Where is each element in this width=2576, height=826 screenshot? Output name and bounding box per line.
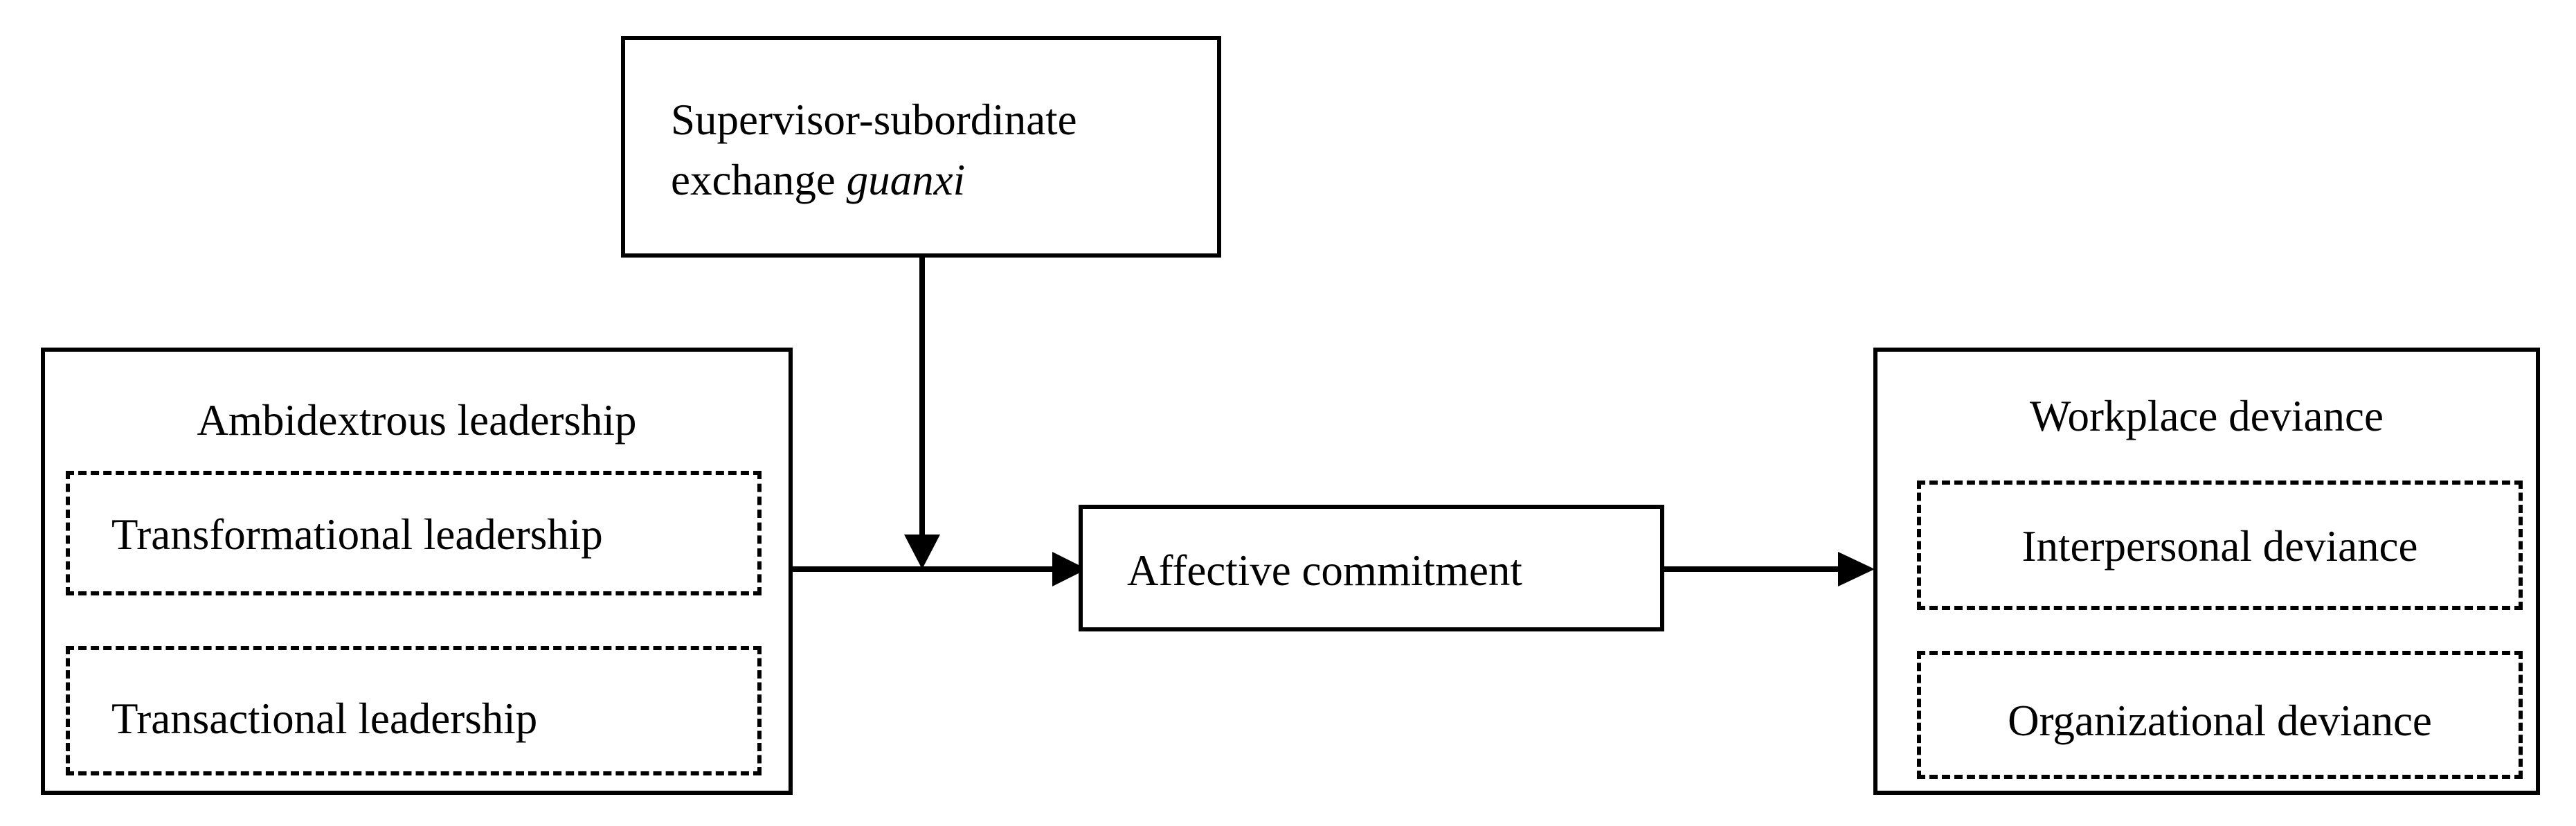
moderator-label-line1: Supervisor-subordinate: [671, 96, 1077, 144]
ambidextrous-leadership-box: Ambidextrous leadership Transformational…: [41, 348, 793, 795]
affective-commitment-label: Affective commitment: [1127, 546, 1522, 595]
interpersonal-deviance-label: Interpersonal deviance: [2021, 522, 2418, 571]
arrowhead-to-deviance: [1838, 552, 1875, 586]
transformational-leadership-box: Transformational leadership: [66, 471, 762, 595]
moderation-arrowhead: [904, 535, 940, 569]
moderator-label-text: exchange: [671, 156, 847, 204]
affective-commitment-box: Affective commitment: [1079, 505, 1664, 631]
moderator-label-italic: guanxi: [846, 156, 966, 204]
moderator-label-line2: exchange guanxi: [671, 154, 965, 207]
arrowhead-to-commitment: [1052, 552, 1087, 586]
organizational-deviance-box: Organizational deviance: [1917, 651, 2523, 779]
transformational-leadership-label: Transformational leadership: [111, 510, 603, 559]
interpersonal-deviance-box: Interpersonal deviance: [1917, 481, 2523, 610]
moderator-box: Supervisor-subordinate exchange guanxi: [621, 36, 1221, 258]
organizational-deviance-label: Organizational deviance: [2008, 697, 2432, 745]
transactional-leadership-label: Transactional leadership: [111, 694, 538, 743]
ambidextrous-leadership-title: Ambidextrous leadership: [197, 396, 637, 445]
workplace-deviance-box: Workplace deviance Interpersonal devianc…: [1873, 348, 2540, 795]
workplace-deviance-title: Workplace deviance: [2030, 392, 2384, 440]
transactional-leadership-box: Transactional leadership: [66, 646, 762, 775]
